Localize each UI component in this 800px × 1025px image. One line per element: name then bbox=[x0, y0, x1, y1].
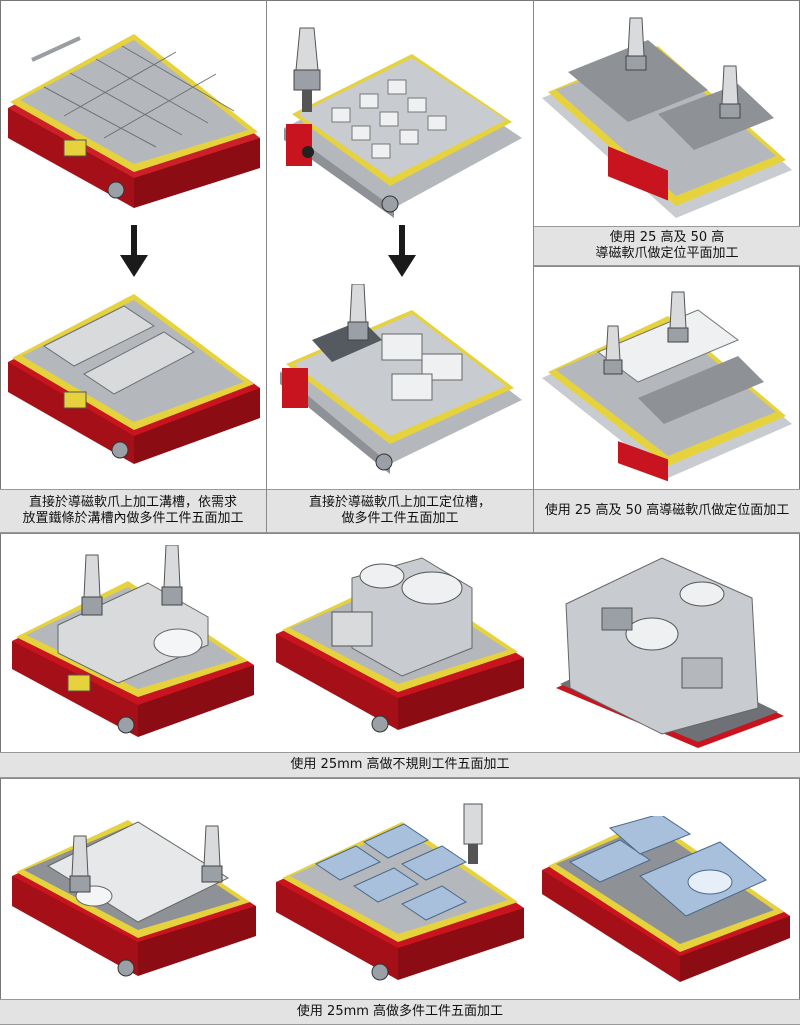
magnetic-chuck-grooved-illustration bbox=[8, 34, 260, 208]
caption-multi-part: 使用 25mm 高做多件工件五面加工 bbox=[0, 999, 800, 1025]
caption-locating-slot: 直接於導磁軟爪上加工定位槽，做多件工件五面加工 bbox=[267, 489, 533, 533]
arrow-down-icon bbox=[120, 225, 148, 277]
divider bbox=[0, 778, 800, 779]
irregular-part-tools-illustration bbox=[12, 545, 254, 737]
caption-soft-jaw-plane: 使用 25 高及 50 高導磁軟爪做定位平面加工 bbox=[534, 226, 800, 266]
caption-locating-face: 使用 25 高及 50 高導磁軟爪做定位面加工 bbox=[534, 489, 800, 533]
soft-jaw-plane-illustration bbox=[542, 17, 792, 218]
magnetic-chuck-tool-illustration bbox=[284, 27, 522, 218]
locating-slot-illustration bbox=[280, 284, 522, 474]
magnetic-chuck-bars-illustration bbox=[8, 294, 260, 464]
locating-face-illustration bbox=[542, 291, 792, 481]
divider bbox=[0, 533, 800, 534]
multi-part-large-illustration bbox=[542, 816, 790, 982]
caption-groove: 直接於導磁軟爪上加工溝槽，依需求放置鐵條於溝槽內做多件工件五面加工 bbox=[0, 489, 266, 533]
arrow-down-icon bbox=[388, 225, 416, 277]
divider bbox=[266, 0, 267, 533]
caption-irregular: 使用 25mm 高做不規則工件五面加工 bbox=[0, 752, 800, 778]
multi-part-blue-illustration bbox=[276, 803, 524, 981]
divider bbox=[533, 266, 800, 267]
irregular-part-illustration bbox=[276, 557, 524, 733]
multi-part-tools-illustration bbox=[12, 820, 256, 977]
complex-part-illustration bbox=[556, 557, 784, 748]
